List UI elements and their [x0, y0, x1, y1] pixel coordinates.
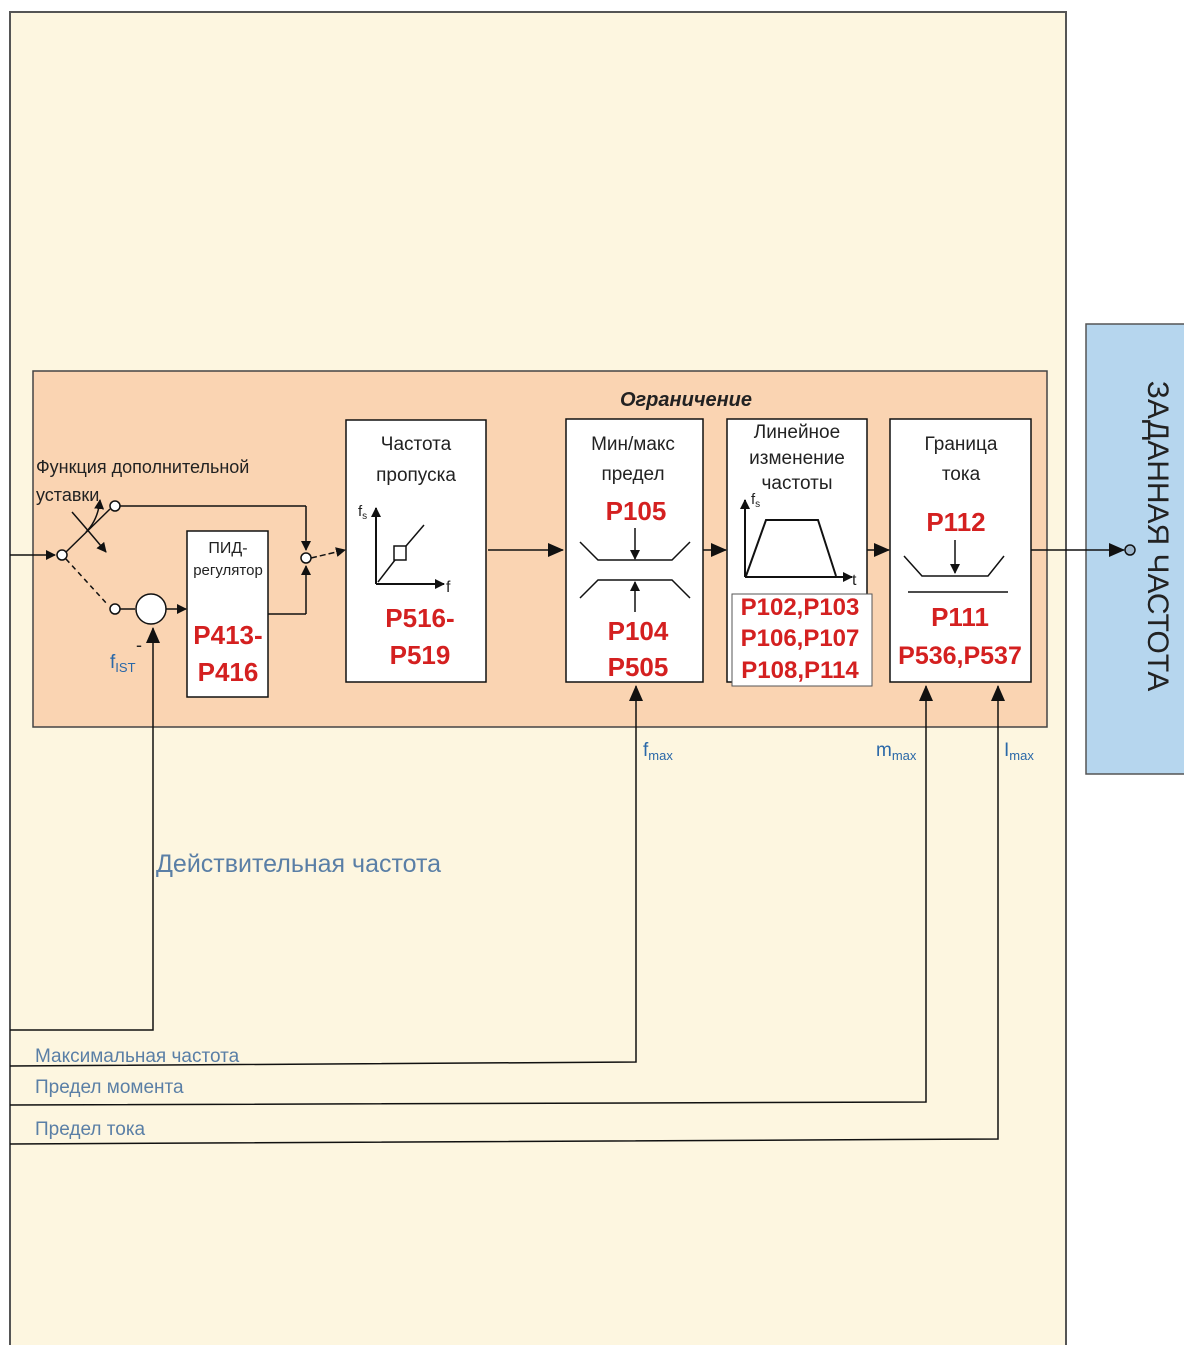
ramp-label-1: Линейное — [754, 422, 840, 443]
ramp-params-2: P106,P107 — [741, 625, 860, 652]
skip-freq-label-1: Частота — [381, 434, 452, 455]
switch-node-bottom — [109, 603, 121, 615]
minmax-upper-limit — [579, 541, 691, 561]
current-limit-line-signal — [9, 685, 1005, 1145]
mmax-label: mmax — [876, 740, 917, 763]
max-freq-line — [9, 685, 643, 1067]
minmax-param-bot: P505 — [608, 652, 669, 682]
ramp-params-1: P102,P103 — [741, 594, 860, 621]
ramp-params-box — [731, 593, 873, 687]
current-limit-label-1: Граница — [925, 434, 998, 455]
aux-setpoint-label-1: Функция дополнительной — [36, 457, 249, 477]
limit-region-title: Ограничение — [620, 389, 752, 411]
feedback-f-label: fIST — [110, 652, 136, 675]
skip-curve — [377, 559, 396, 583]
ramp-axis-y-label: fs — [751, 491, 760, 510]
actual-freq-line — [10, 627, 160, 1031]
skip-param-2: P519 — [390, 640, 451, 670]
ramp-profile — [745, 519, 837, 577]
feedback-minus-sign: - — [136, 635, 142, 655]
skip-band — [393, 545, 407, 561]
merge-node — [300, 552, 312, 564]
minmax-param-mid: P104 — [608, 616, 669, 646]
switch-node-in — [56, 549, 68, 561]
minmax-lower-limit — [579, 579, 691, 599]
skip-axis-y-label: fs — [358, 503, 367, 522]
skip-freq-block — [345, 419, 487, 683]
fmax-label: fmax — [643, 740, 673, 763]
switch-node-top — [109, 500, 121, 512]
pid-label-1: ПИД- — [208, 540, 247, 557]
switch-arc-top — [85, 499, 105, 533]
minmax-param-top: P105 — [606, 496, 667, 526]
skip-curve — [405, 524, 425, 547]
skip-param-1: P516- — [385, 603, 454, 633]
pid-label-2: регулятор — [193, 562, 263, 579]
ramp-label-2: изменение — [749, 448, 845, 469]
ramp-axis-x-label: t — [852, 572, 857, 589]
current-limit-param-1: P112 — [926, 507, 985, 537]
torque-limit-label: Предел момента — [35, 1077, 184, 1098]
max-freq-label: Максимальная частота — [35, 1046, 240, 1067]
current-limit-label-2: тока — [942, 464, 981, 485]
pid-param-1: P413- — [193, 620, 262, 650]
ramp-params-3: P108,P114 — [741, 657, 859, 684]
switch-arc — [71, 511, 107, 553]
current-limit-block — [889, 418, 1032, 683]
actual-freq-label: Действительная частота — [156, 850, 441, 878]
torque-limit-line — [9, 685, 933, 1106]
current-limit-param-3: P536,P537 — [898, 642, 1022, 670]
summing-junction — [135, 593, 167, 625]
ramp-label-3: частоты — [762, 473, 833, 494]
output-setpoint-label: ЗАДАННАЯ ЧАСТОТА — [1141, 381, 1174, 691]
switch-dashed — [65, 558, 109, 606]
wire — [310, 547, 346, 559]
skip-axis-x-label: f — [446, 579, 451, 596]
imax-label: Imax — [1004, 740, 1034, 763]
current-limit-curve — [903, 555, 1005, 577]
current-limit-label: Предел тока — [35, 1119, 146, 1140]
minmax-label-1: Мин/макс — [591, 434, 675, 455]
minmax-label-2: предел — [601, 464, 664, 485]
current-limit-param-2: P111 — [931, 602, 989, 632]
output-node — [1124, 544, 1136, 556]
skip-freq-label-2: пропуска — [376, 465, 456, 486]
aux-setpoint-label-2: уставки — [36, 485, 99, 505]
pid-param-2: P416 — [198, 657, 259, 687]
